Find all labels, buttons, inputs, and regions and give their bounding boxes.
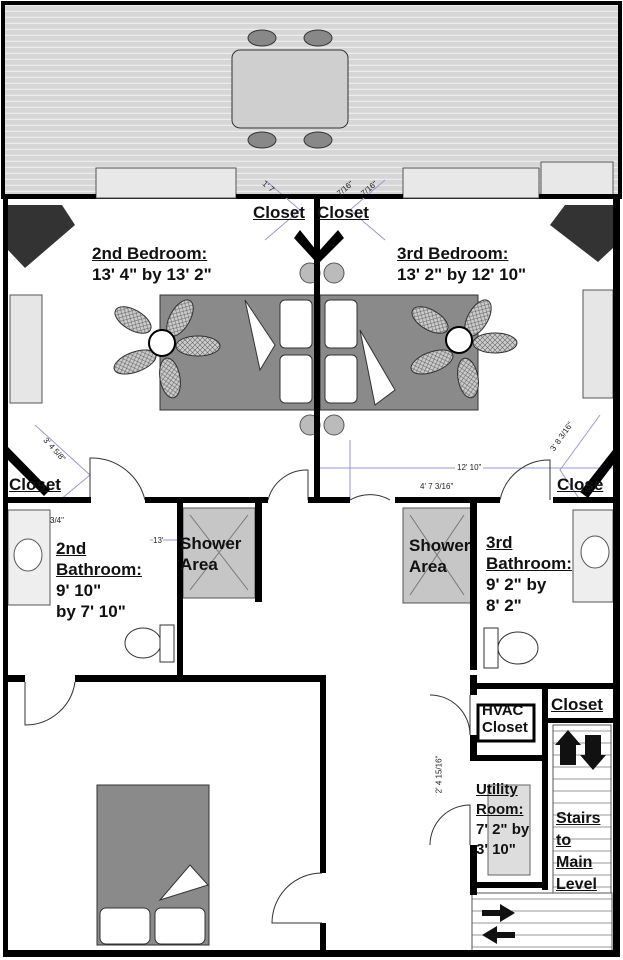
bathroom-2-line1: 2nd xyxy=(56,539,87,558)
closet-top-right-label: Closet xyxy=(317,203,369,222)
hvac-line2: Closet xyxy=(482,719,528,736)
stair-arrows xyxy=(482,730,606,944)
dressers xyxy=(9,289,614,404)
bathroom-3-line4: 8' 2" xyxy=(486,596,522,615)
bathroom-3-label: 3rd Bathroom: 9' 2" by 8' 2" xyxy=(486,532,572,616)
vanities xyxy=(7,509,614,606)
hvac-closet-label: HVAC Closet xyxy=(482,702,528,736)
dim-hall-door: 2' 4 15/16" xyxy=(434,755,444,794)
dim-bath-left-partial: 3/4" xyxy=(50,516,64,525)
utility-room-label: Utility Room: 7' 2" by 3' 10" xyxy=(476,780,529,860)
bathroom-2-line3: 9' 10" xyxy=(56,581,102,600)
bedroom-3-name: 3rd Bedroom: xyxy=(397,244,509,263)
ceiling-fans xyxy=(113,299,518,399)
walls xyxy=(3,194,620,957)
bathroom-2-line4: by 7' 10" xyxy=(56,602,126,621)
shower-right-line1: Shower xyxy=(409,536,471,555)
stairs-line3: Main xyxy=(556,854,593,871)
deck xyxy=(1,1,622,199)
stairs-landing xyxy=(471,892,613,956)
bedroom-3-label: 3rd Bedroom: 13' 2" by 12' 10" xyxy=(397,243,526,285)
bed-master xyxy=(96,784,210,946)
stairs-line4: Level xyxy=(556,876,597,893)
toilets xyxy=(124,624,539,669)
closet-stairs-label: Closet xyxy=(551,695,603,714)
shower-left-label: Shower Area xyxy=(180,533,241,575)
door-swings xyxy=(24,457,551,924)
utility-line2: Room: xyxy=(476,801,524,818)
closet-right-label: Close xyxy=(557,475,604,494)
closet-left-label: Closet xyxy=(9,475,61,494)
water-heater xyxy=(487,784,531,876)
bathroom-2-label: 2nd Bathroom: 9' 10" by 7' 10" xyxy=(56,538,142,622)
bedroom-2-label: 2nd Bedroom: 13' 4" by 13' 2" xyxy=(92,243,212,285)
utility-line4: 3' 10" xyxy=(476,841,516,858)
shower-left-line1: Shower xyxy=(180,534,242,553)
hvac-line1: HVAC xyxy=(482,702,524,719)
shower-right-line2: Area xyxy=(409,557,447,576)
closet-top-left-label: Closet xyxy=(253,203,305,222)
dim-bath-left-width: 13' xyxy=(153,536,164,545)
bathroom-3-line1: 3rd xyxy=(486,533,513,552)
bedroom-2-size: 13' 4" by 13' 2" xyxy=(92,265,212,284)
stairs-line1: Stairs xyxy=(556,810,601,827)
stairs-label: Stairs to Main Level xyxy=(556,808,600,896)
shower-right xyxy=(402,507,472,604)
shower-left xyxy=(182,507,256,599)
dim-hall-span: 4' 7 3/16" xyxy=(420,482,454,491)
shower-left-line2: Area xyxy=(180,555,218,574)
bathroom-3-line3: 9' 2" by xyxy=(486,575,547,594)
tv-cabinets xyxy=(8,205,613,268)
bedroom-3-size: 13' 2" by 12' 10" xyxy=(397,265,527,284)
bedroom-2-name: 2nd Bedroom: xyxy=(92,244,208,263)
bathroom-2-line2: Bathroom: xyxy=(56,560,142,579)
stairs-line2: to xyxy=(556,832,572,849)
utility-line3: 7' 2" by xyxy=(476,821,530,838)
dim-bedroom-3-width: 12' 10" xyxy=(455,463,484,472)
bathroom-3-line2: Bathroom: xyxy=(486,554,572,573)
utility-line1: Utility xyxy=(476,781,518,798)
shower-right-label: Shower Area xyxy=(409,535,470,577)
